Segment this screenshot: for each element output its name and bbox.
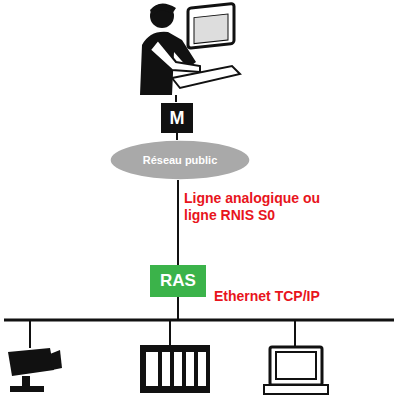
bus-drop: [29, 320, 31, 348]
connector-line: [177, 180, 179, 265]
ras-box: RAS: [150, 265, 206, 297]
ethernet-bus: [4, 319, 394, 322]
network-label: Ethernet TCP/IP: [214, 288, 320, 305]
node-text: RAS: [160, 271, 196, 291]
node-text: M: [170, 108, 185, 129]
line-label: Ligne analogique ou ligne RNIS S0: [184, 190, 344, 224]
connector-line: [176, 133, 178, 140]
plc-rack-icon: [140, 345, 210, 393]
ras-drop: [177, 297, 179, 320]
node-text: Réseau public: [143, 154, 218, 166]
bus-drop: [294, 320, 296, 347]
computer-icon: [264, 347, 328, 394]
network-ellipse: Réseau public: [110, 140, 250, 180]
modem-box: M: [161, 103, 193, 133]
bus-drop: [169, 320, 171, 345]
camera-icon: [8, 348, 62, 392]
user-workstation: [140, 3, 240, 102]
